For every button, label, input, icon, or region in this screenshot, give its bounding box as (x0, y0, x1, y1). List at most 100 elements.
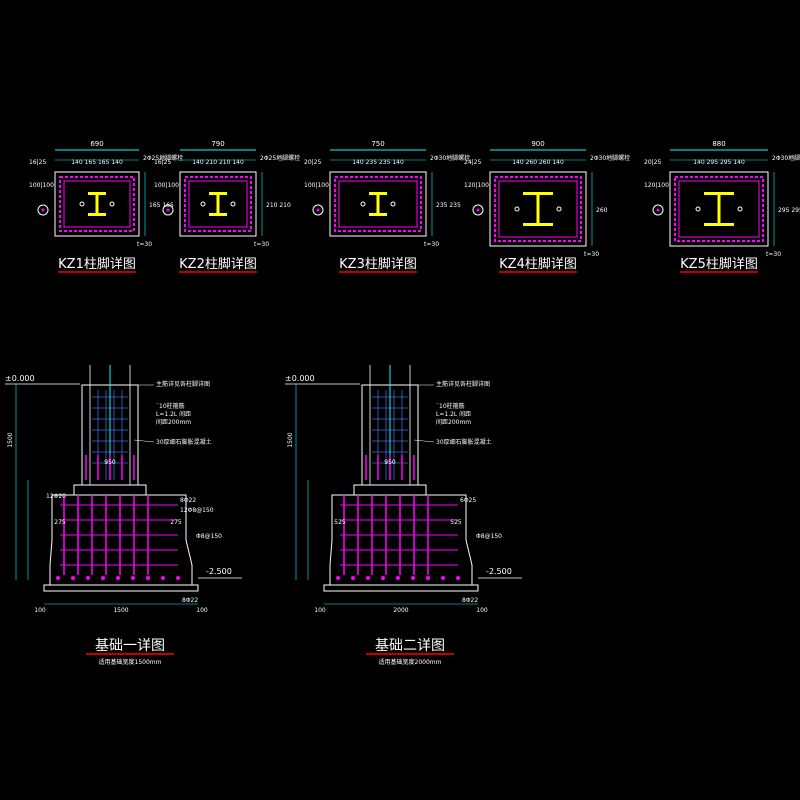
pier-cap (73, 484, 147, 496)
bolts-note: 2Φ25地脚螺栓 (260, 154, 300, 162)
plate-thickness: t=30 (254, 241, 269, 248)
foundation-sections: ±0.000 1500 -2.500 100 1500 100 主筋详见各柱脚详图 ¯10柱箍… (5, 365, 522, 666)
blinding-layer (323, 584, 479, 592)
offset-left: 275 (54, 519, 66, 526)
leader-line (133, 439, 155, 443)
offset-right: 525 (450, 519, 462, 526)
bottom-bar (161, 576, 165, 580)
bottom-bar (351, 576, 355, 580)
foundation-title: 基础一详图 (95, 637, 165, 654)
column-width-dim: 950 (384, 459, 396, 466)
column-width-dim: 950 (104, 459, 116, 466)
height-total: 1500 (7, 432, 14, 447)
hook-dot (656, 208, 660, 212)
bottom-bar (381, 576, 385, 580)
anchor-bolt (79, 201, 85, 207)
hook-symbol (652, 204, 664, 216)
rebar-cage (334, 176, 422, 232)
offset-right: 275 (170, 519, 182, 526)
overall-dim-text: 900 (531, 140, 544, 148)
width-dim: 1500 (113, 607, 128, 614)
pier-cap (353, 484, 427, 496)
blinding-layer (43, 584, 199, 592)
bottom-bar (411, 576, 415, 580)
left-dims-text: 16|25 (154, 159, 171, 166)
bottom-bar (86, 576, 90, 580)
steel-web (536, 192, 540, 226)
anchor-bolt (556, 206, 562, 212)
foundation-subtitle: 适用基础宽度2000mm (379, 658, 442, 666)
sub-dims-text: 140 210 210 140 (192, 159, 244, 166)
hook-symbol (312, 204, 324, 216)
bar-c-note: Φ8@150 (476, 533, 502, 540)
side-dims-text: 295 295 (778, 207, 800, 214)
bar-b-note: 12Φ8@150 (180, 507, 214, 514)
hook-dot (41, 208, 45, 212)
hook-symbol (162, 204, 174, 216)
clearance-text: 120|100 (644, 182, 669, 189)
bar-a-note: 6Φ25 (460, 497, 476, 504)
side-dims-text: 235 235 (436, 202, 461, 209)
rebar-cage (184, 176, 252, 232)
clearance-text: 100|100 (154, 182, 179, 189)
plate-thickness: t=30 (766, 251, 781, 258)
detail-title: KZ3柱脚详图 (339, 256, 417, 272)
anchor-bolt (200, 201, 206, 207)
foundation-subtitle: 适用基础宽度1500mm (99, 658, 162, 666)
clearance-text: 100|100 (304, 182, 329, 189)
detail-title: KZ5柱脚详图 (680, 256, 758, 272)
side-dims-text: 210 210 (266, 202, 291, 209)
note-stirrups: ¯10柱箍筋 (436, 402, 465, 410)
sub-dims-text: 140 165 165 140 (71, 159, 123, 166)
rebar-cage (674, 176, 764, 242)
side-right-dim: 100 (196, 607, 208, 614)
note-spacing: 间距200mm (436, 418, 471, 426)
bottom-bar (146, 576, 150, 580)
bolts-note: 2Φ30地脚螺栓 (772, 154, 800, 162)
note-main-bars: 主筋详见各柱脚详图 (436, 380, 490, 388)
clearance-text: 100|100 (29, 182, 54, 189)
side-dims-text: 165 165 (149, 202, 174, 209)
stirrup (188, 180, 248, 228)
hook-dot (476, 208, 480, 212)
note-stirrups: ¯10柱箍筋 (156, 402, 185, 410)
left-dims-text: 16|25 (29, 159, 46, 166)
steel-web (95, 192, 99, 216)
footing-outline (49, 494, 193, 586)
note-grout: 30厚细石膨胀混凝土 (156, 438, 212, 446)
leader-line (413, 439, 435, 443)
elevation-bottom: -2.500 (486, 567, 512, 576)
bottom-bar (336, 576, 340, 580)
sub-dims-text: 140 235 235 140 (352, 159, 404, 166)
left-dims-text: 20|25 (304, 159, 321, 166)
sub-dims-text: 140 260 260 140 (512, 159, 564, 166)
side-left-dim: 100 (314, 607, 326, 614)
detail-title: KZ1柱脚详图 (58, 256, 136, 272)
pedestal-outline (329, 171, 427, 237)
anchor-bolt (360, 201, 366, 207)
anchor-bolt (230, 201, 236, 207)
anchor-bolt (695, 206, 701, 212)
plate-thickness: t=30 (424, 241, 439, 248)
bottom-bar (441, 576, 445, 580)
pedestal-outline (179, 171, 257, 237)
note-grout: 30厚细石膨胀混凝土 (436, 438, 492, 446)
rebar-note: 12Φ20 (46, 493, 66, 500)
hook-symbol (472, 204, 484, 216)
sub-dims-text: 140 295 295 140 (693, 159, 745, 166)
anchor-bolt (737, 206, 743, 212)
detail-title: KZ2柱脚详图 (179, 256, 257, 272)
steel-web (216, 192, 220, 216)
footing-outline (329, 494, 473, 586)
hook-dot (166, 208, 170, 212)
elevation-top: ±0.000 (285, 374, 315, 383)
side-dims-text: 260 (596, 207, 608, 214)
side-left-dim: 100 (34, 607, 46, 614)
pedestal-outline (489, 171, 587, 247)
bar-c-note: Φ8@150 (196, 533, 222, 540)
